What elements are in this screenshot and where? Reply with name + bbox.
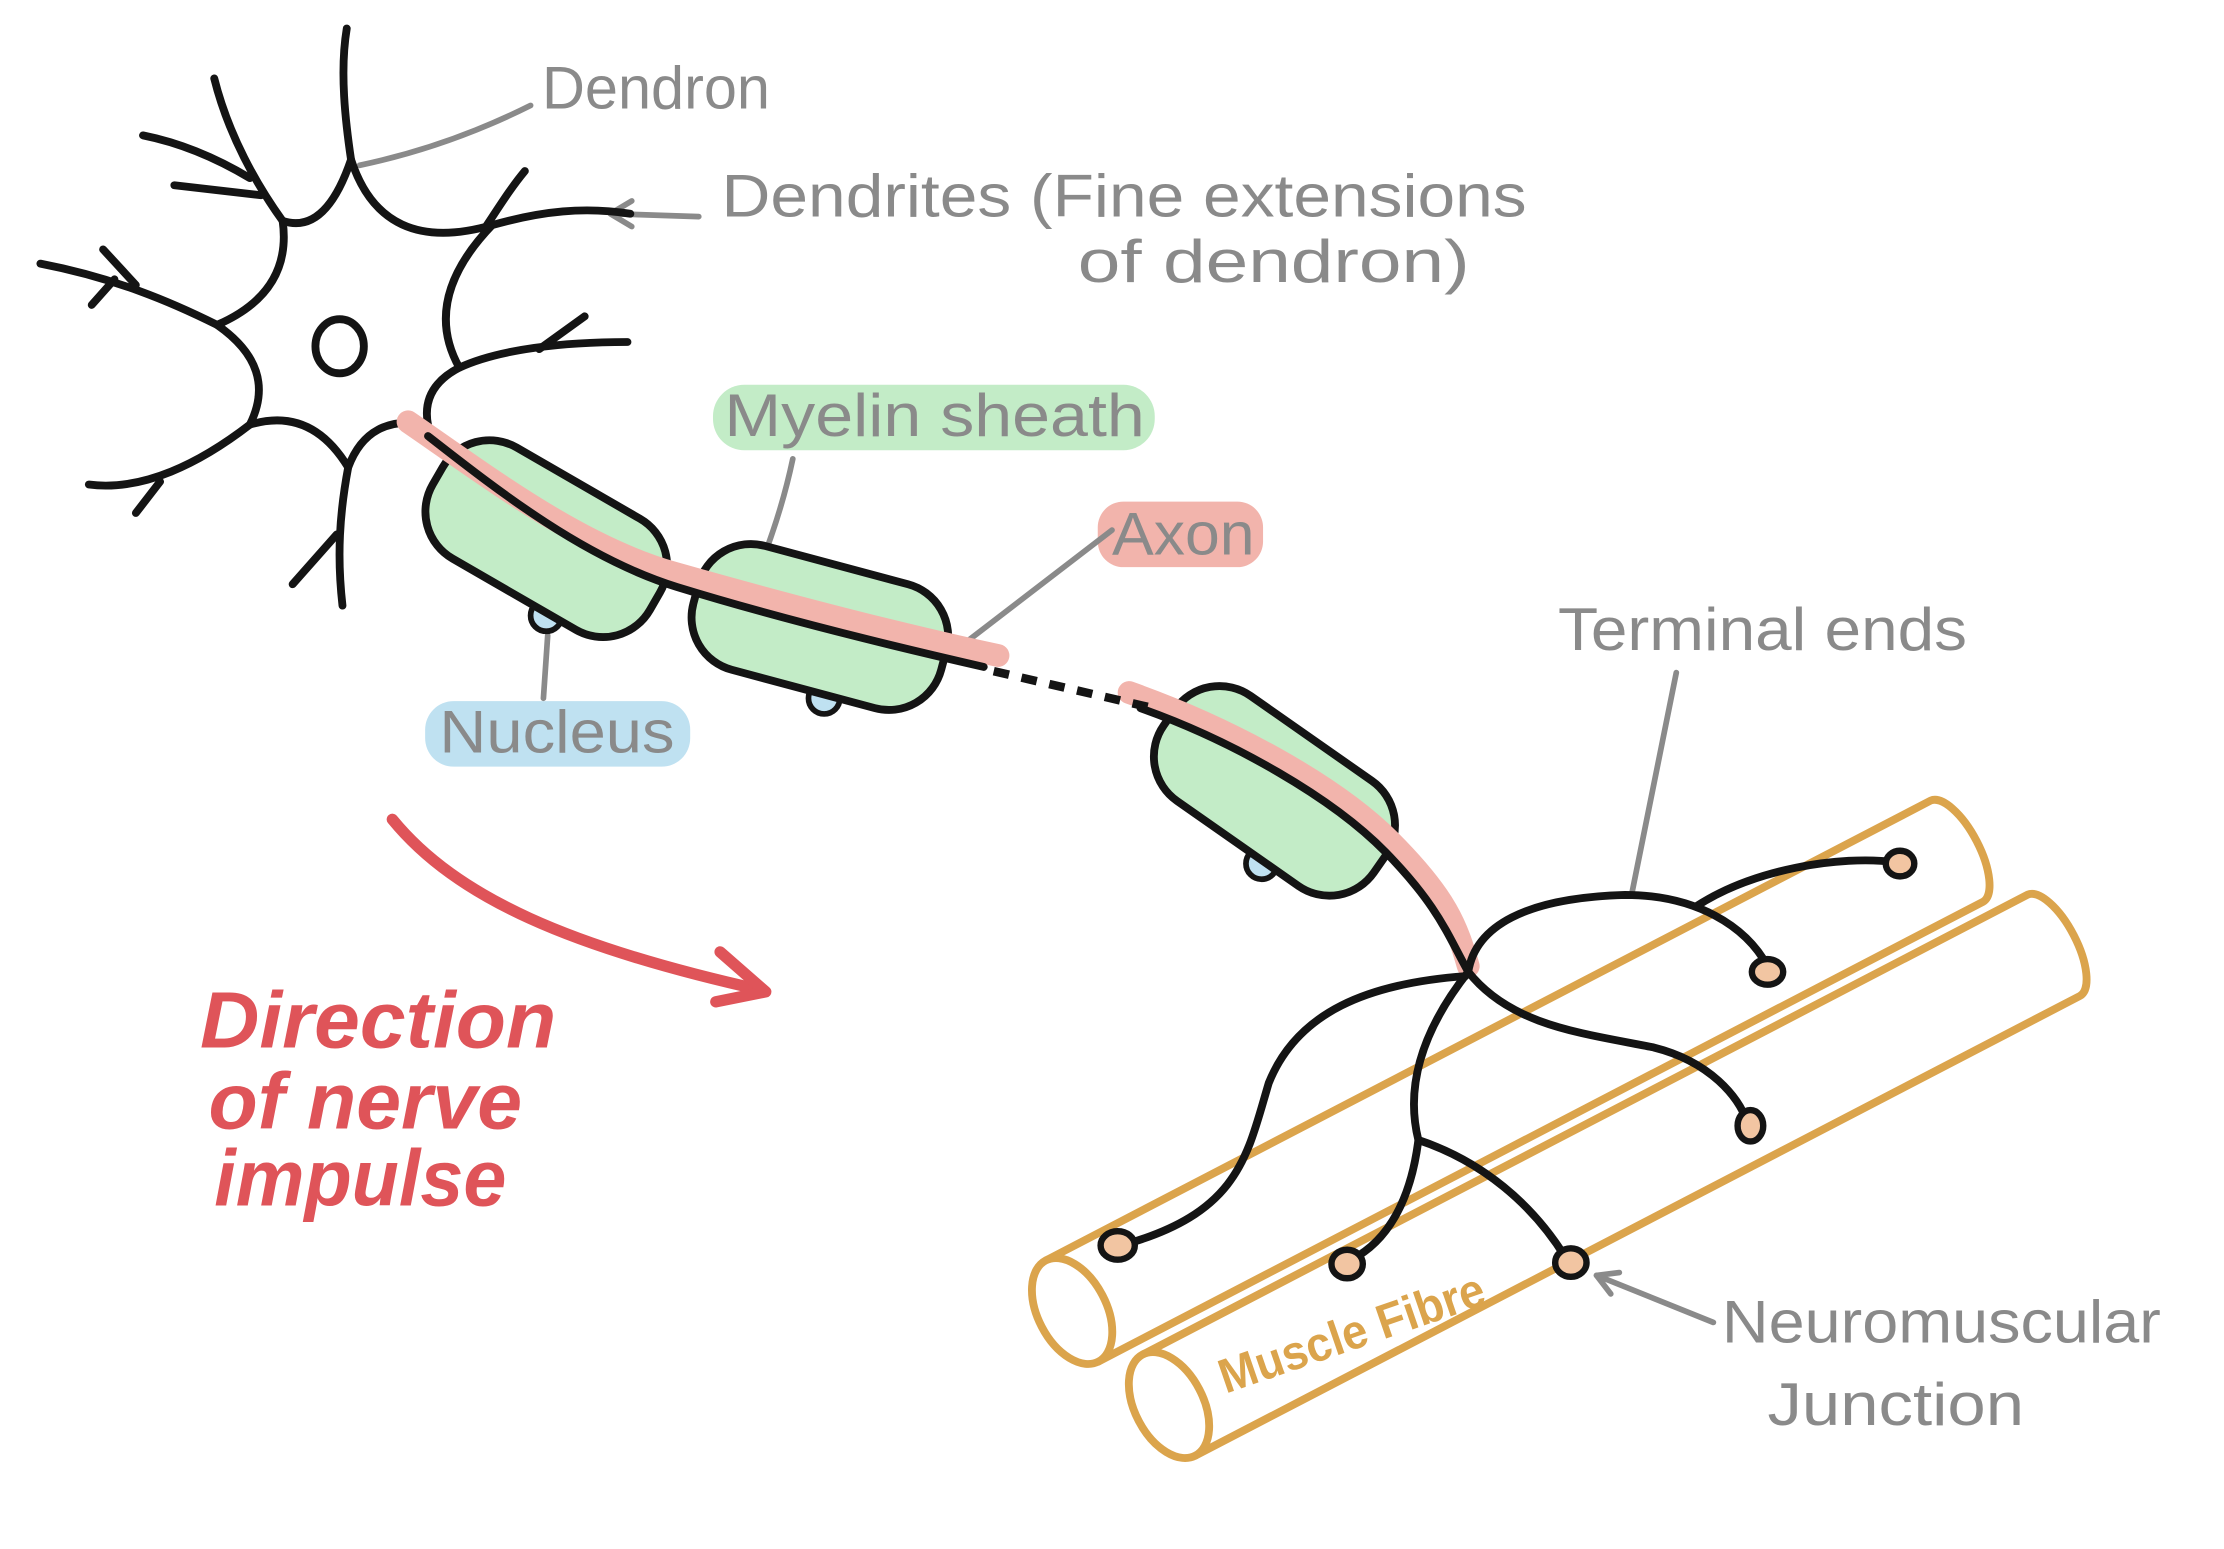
axon-line — [424, 432, 988, 671]
cell-nucleus — [311, 315, 368, 378]
dendrite — [170, 181, 266, 200]
cell-body-group — [36, 24, 635, 610]
dendron — [339, 24, 355, 164]
neuromuscular-arrow-shaft — [1593, 1272, 1717, 1326]
impulse-label-line-1: Direction — [200, 975, 556, 1064]
dendrites-label-line-1: Dendrites (Fine extensions — [722, 163, 1527, 230]
terminal-ends — [1097, 847, 1918, 1282]
dendrite — [131, 477, 165, 517]
dendron-label: Dendron — [542, 54, 770, 121]
dendrite — [84, 420, 254, 490]
impulse-direction-arrow-head — [710, 946, 772, 1008]
axon-leader-line — [949, 527, 1115, 656]
terminal-branch — [1347, 1136, 1423, 1264]
axon-label: Axon — [1112, 500, 1255, 567]
dendrite — [488, 206, 635, 230]
cell-body — [213, 155, 497, 472]
axon-label-highlight — [1097, 501, 1264, 568]
muscle-fibre-end-cap — [1028, 1254, 1117, 1368]
neuromuscular-junction-arrow — [1593, 1269, 1717, 1326]
terminal-ends-leader-line — [1629, 669, 1680, 895]
muscle-fibre-body — [1041, 795, 1994, 1366]
terminal-branch — [1464, 967, 1752, 1127]
dendrite — [210, 74, 287, 225]
terminal-branch — [1464, 890, 1772, 976]
dendrite — [335, 463, 353, 610]
terminal-ends-label: Terminal ends — [1558, 596, 1967, 663]
terminal-bulb — [1328, 1246, 1367, 1282]
neuromuscular-junction-label-line-1: Neuromuscular — [1722, 1288, 2161, 1355]
impulse-label-line-2: of nerve — [209, 1057, 523, 1146]
axon-line — [1136, 704, 1473, 976]
dendrite — [288, 530, 341, 589]
nucleus-label: Nucleus — [439, 698, 674, 765]
terminal-branch — [1410, 967, 1570, 1261]
dendrites-label-line-2: of dendron) — [1078, 228, 1470, 295]
terminal-bulb — [1097, 1228, 1139, 1263]
impulse-direction: Direction of nerve impulse — [200, 813, 772, 1223]
myelin-sheath-segment — [421, 436, 672, 641]
axon-band — [1117, 681, 1480, 978]
dendrite — [36, 259, 222, 329]
dendrite — [87, 275, 119, 309]
terminal-branch — [1692, 856, 1900, 911]
neuromuscular-junction-label-line-2: Junction — [1768, 1371, 2025, 1438]
terminal-branch — [1122, 972, 1470, 1248]
nucleus-leader-line — [540, 632, 551, 702]
dendrite — [455, 338, 632, 372]
muscle-fibre-body — [1139, 889, 2091, 1460]
myelin-label-highlight — [712, 384, 1155, 451]
neuromuscular-junction-bulb — [1551, 1245, 1590, 1281]
dendrite — [99, 245, 140, 289]
terminal-bulb — [1734, 1106, 1767, 1145]
dendrite — [535, 312, 589, 354]
myelin-sheath-label: Myelin sheath — [724, 382, 1144, 449]
neuromuscular-arrow-head — [1593, 1269, 1623, 1297]
terminal-bulb — [1748, 955, 1787, 988]
impulse-direction-arrow-shaft — [386, 813, 769, 997]
muscle-fibre-end-cap — [1124, 1348, 1214, 1462]
muscle-fibre-upper — [1028, 795, 1994, 1368]
dendrite — [139, 131, 254, 183]
nucleus-label-highlight — [425, 701, 691, 767]
dendron-leader-line — [356, 102, 534, 169]
axon — [396, 410, 1480, 978]
terminal-bulb — [1882, 847, 1918, 880]
impulse-label-line-3: impulse — [214, 1134, 506, 1223]
muscle-fibre-lower — [1124, 889, 2091, 1462]
